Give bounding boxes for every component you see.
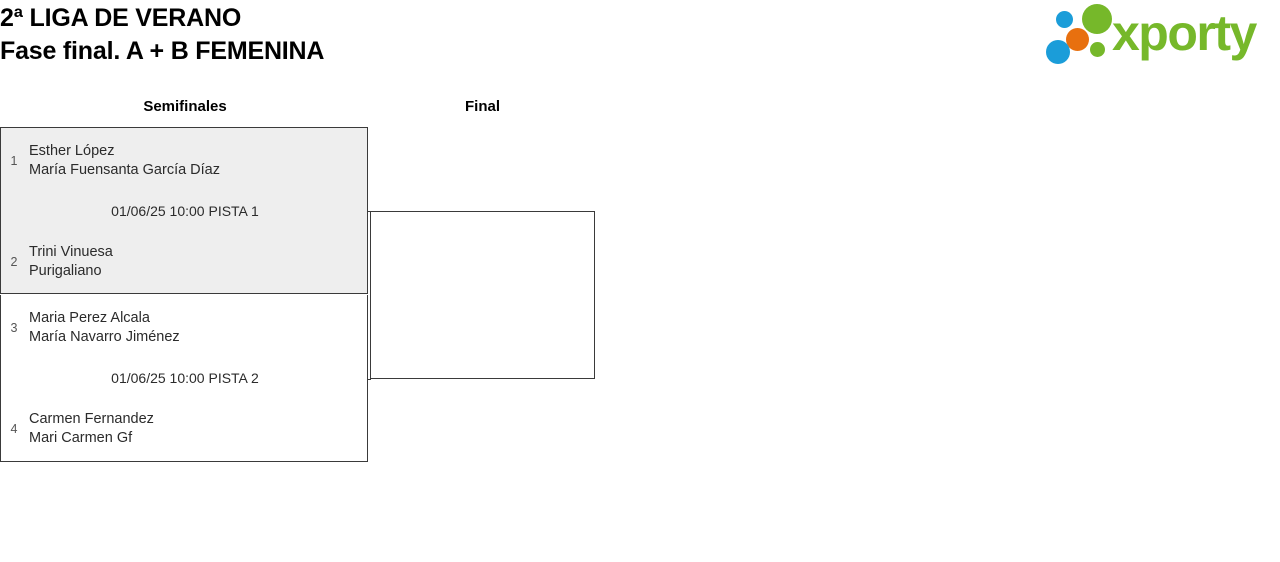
title-line-2: Fase final. A + B FEMENINA xyxy=(0,37,325,65)
round-header-semifinales: Semifinales xyxy=(143,98,227,115)
logo-dot-blue-small xyxy=(1056,11,1073,28)
logo-dot-green-small xyxy=(1090,42,1105,57)
team-seed: 4 xyxy=(10,422,18,436)
team-seed: 3 xyxy=(10,321,18,335)
logo-dots-icon xyxy=(1046,4,1118,64)
round-header-final: Final xyxy=(464,98,500,115)
match-team-row[interactable]: 2 Trini Vinuesa Purigaliano xyxy=(1,239,369,285)
team-players: Trini Vinuesa Purigaliano xyxy=(27,243,369,281)
tournament-title: 2ª LIGA DE VERANO Fase final. A + B FEME… xyxy=(0,2,800,68)
match-semifinal-1[interactable]: 1 Esther López María Fuensanta García Dí… xyxy=(0,127,368,294)
team-seed: 1 xyxy=(10,154,18,168)
match-team-row[interactable]: 3 Maria Perez Alcala María Navarro Jimén… xyxy=(1,305,369,351)
bracket-connector-semifinal-2 xyxy=(368,379,371,380)
logo-dot-green-large xyxy=(1082,4,1112,34)
team-players: Carmen Fernandez Mari Carmen Gf xyxy=(27,410,369,448)
bracket-connector-semifinal-1 xyxy=(368,211,371,212)
logo-dot-orange xyxy=(1066,28,1089,51)
team-players: Maria Perez Alcala María Navarro Jiménez xyxy=(27,309,369,347)
match-semifinal-2[interactable]: 3 Maria Perez Alcala María Navarro Jimén… xyxy=(0,295,368,462)
match-schedule: 01/06/25 10:00 PISTA 1 xyxy=(111,203,259,219)
match-schedule: 01/06/25 10:00 PISTA 2 xyxy=(111,370,259,386)
logo-dot-blue-large xyxy=(1046,40,1070,64)
player-name: Esther López xyxy=(29,143,115,159)
player-name: Carmen Fernandez xyxy=(29,411,154,427)
player-name: María Fuensanta García Díaz xyxy=(29,162,220,178)
player-name: María Navarro Jiménez xyxy=(29,329,180,345)
logo-wordmark: xporty xyxy=(1112,5,1257,61)
player-name: Purigaliano xyxy=(29,263,102,279)
player-name: Trini Vinuesa xyxy=(29,244,113,260)
team-players: Esther López María Fuensanta García Díaz xyxy=(27,142,369,180)
player-name: Mari Carmen Gf xyxy=(29,430,133,446)
page-header: 2ª LIGA DE VERANO Fase final. A + B FEME… xyxy=(0,0,1280,86)
match-team-row[interactable]: 4 Carmen Fernandez Mari Carmen Gf xyxy=(1,406,369,452)
match-final[interactable] xyxy=(370,211,595,379)
team-seed: 2 xyxy=(10,255,18,269)
xporty-logo[interactable]: xporty xyxy=(1046,4,1276,66)
title-line-1: 2ª LIGA DE VERANO xyxy=(0,4,242,32)
match-team-row[interactable]: 1 Esther López María Fuensanta García Dí… xyxy=(1,138,369,184)
player-name: Maria Perez Alcala xyxy=(29,310,150,326)
